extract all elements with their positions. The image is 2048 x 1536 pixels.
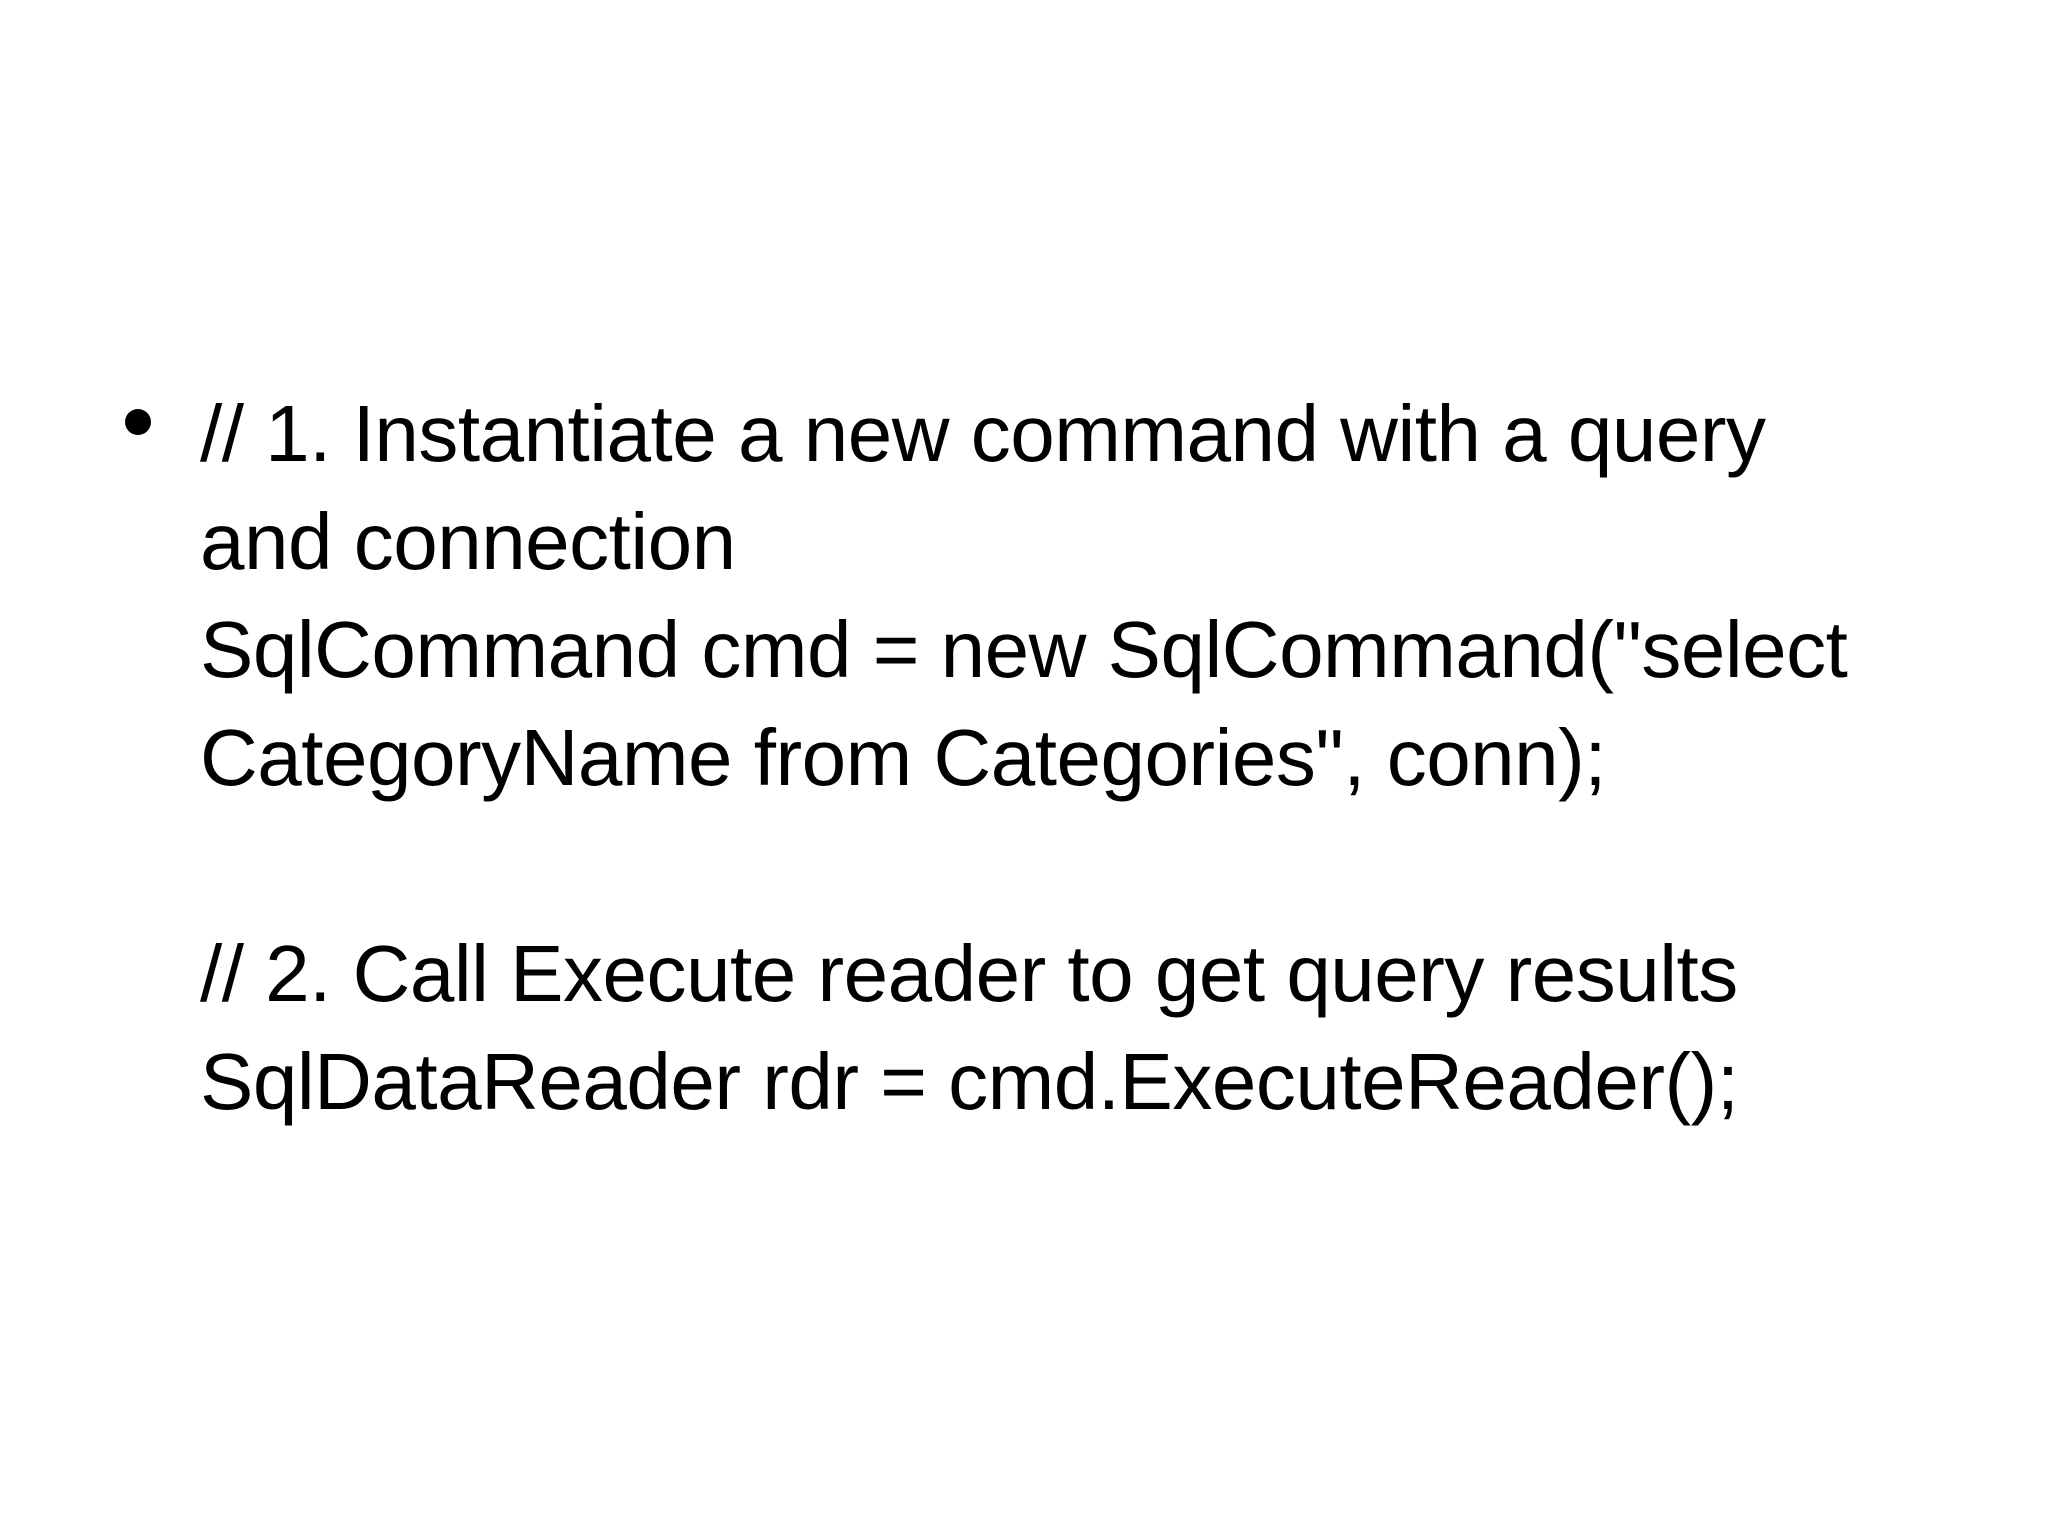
code-line: // 1. Instantiate a new command with a q…: [200, 389, 1766, 478]
code-line: SqlCommand cmd = new SqlCommand("select: [200, 605, 1848, 694]
code-line: and connection: [200, 497, 736, 586]
code-line: SqlDataReader rdr = cmd.ExecuteReader();: [200, 1037, 1739, 1126]
code-line: CategoryName from Categories", conn);: [200, 713, 1607, 802]
bullet-text-block: // 1. Instantiate a new command with a q…: [200, 380, 1960, 1136]
bullet-icon: [125, 409, 151, 435]
code-line: [200, 812, 1960, 920]
code-line: // 2. Call Execute reader to get query r…: [200, 929, 1738, 1018]
